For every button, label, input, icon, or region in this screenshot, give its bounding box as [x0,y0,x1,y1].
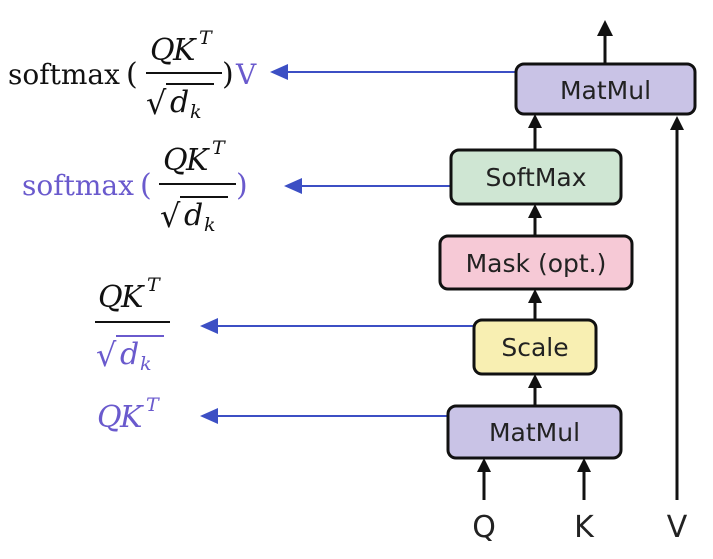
formula3-num-q: Q [98,280,123,315]
formula1-den-k: k [190,101,202,123]
scale-to-mask-arrow-head [528,289,542,303]
formula2-num-k: K [185,143,210,178]
formula1-v: V [235,58,257,91]
formula-scaled-scores: Q K T √ d k [95,274,170,375]
formula2-sqrt: √ [160,197,181,235]
formula1-num-t: T [199,27,213,49]
matmul-top-label: MatMul [560,76,651,105]
formula4-t: T [146,394,160,416]
formula1-open-paren: ( [126,57,138,92]
formula-scores: Q K T [97,394,160,435]
matmul-bottom-block: MatMul [446,404,623,460]
input-k-label: K [574,510,595,545]
formula2-num-q: Q [163,143,188,178]
formula2-close-paren: ) [236,168,248,203]
mask-to-softmax-arrow-head [528,204,542,218]
formula1-sqrt: √ [146,84,167,122]
k-input-arrow-head [577,458,591,472]
input-v-label: V [667,510,688,545]
softmax-label: SoftMax [485,163,586,192]
formula-attention-output: softmax ( Q K T √ d k ) V [8,27,257,123]
formula1-close-paren: ) [222,57,234,92]
formula2-num-t: T [212,137,226,159]
flow-arrows [477,20,684,500]
formula4-k: K [119,400,144,435]
formula1-softmax: softmax [8,58,120,91]
matmul-top-block: MatMul [514,62,697,116]
softmax-to-matmul-arrow-head [528,114,542,128]
formula1-num-q: Q [150,33,175,68]
formula2-den-k: k [204,214,216,236]
formula3-num-t: T [147,274,161,296]
matmul-to-scale-arrow-head [528,374,542,388]
formula4-q: Q [97,400,122,435]
formula1-num-k: K [172,33,197,68]
mask-block: Mask (opt.) [438,234,634,291]
formula2-softmax: softmax [22,169,134,202]
formula2-den-d: d [184,198,203,233]
formula3-den-d: d [120,337,139,372]
input-q-label: Q [472,510,496,545]
output-arrow-head [597,20,613,36]
formula2-open-paren: ( [140,168,152,203]
v-input-arrow-head [670,116,684,130]
scale-label: Scale [501,333,568,362]
annotation-arrows [200,64,516,424]
formula3-num-k: K [120,280,145,315]
formula-softmax: softmax ( Q K T √ d k ) [22,137,248,236]
q-input-arrow-head [477,458,491,472]
mask-label: Mask (opt.) [466,249,607,278]
matmul-bottom-label: MatMul [489,418,580,447]
formula3-sqrt: √ [96,336,117,374]
scale-block: Scale [472,318,598,376]
formula1-den-d: d [170,85,189,120]
softmax-block: SoftMax [449,148,623,206]
formula3-den-k: k [140,353,152,375]
